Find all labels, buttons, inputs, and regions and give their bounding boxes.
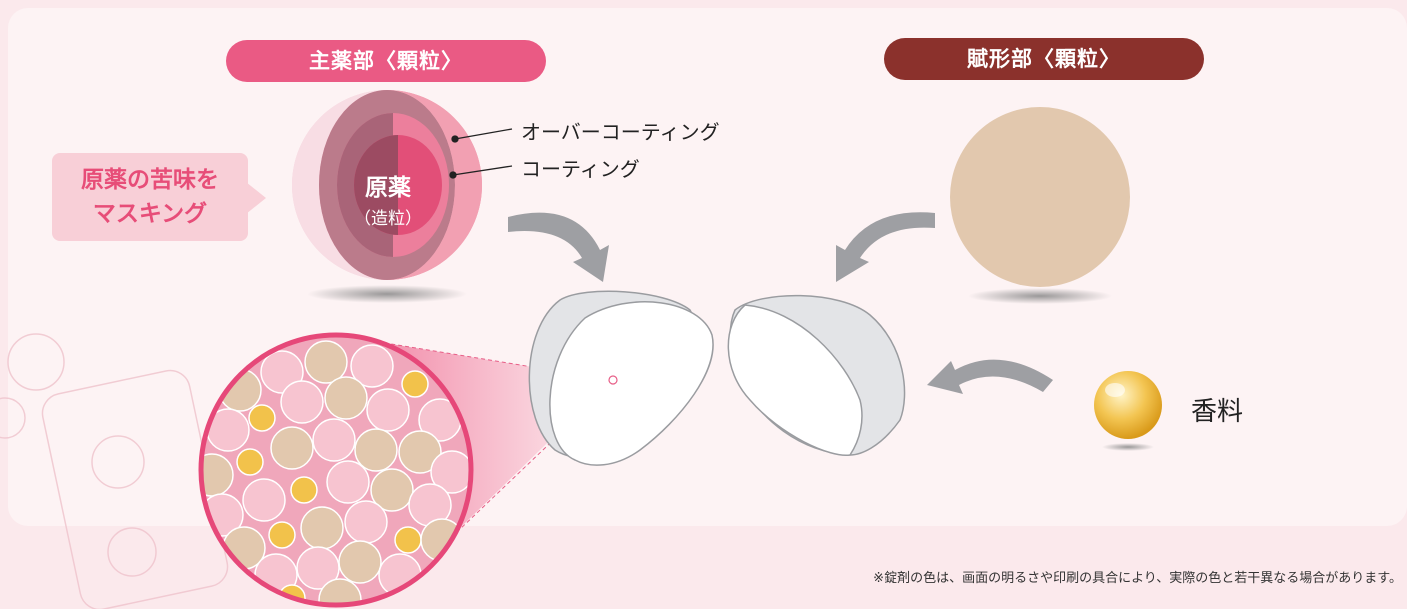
- granule-particle: [430, 450, 471, 494]
- tablet-left-half: [528, 290, 714, 466]
- granule-particle: [242, 478, 286, 522]
- granule-particle: [280, 380, 324, 424]
- granule-particle: [344, 500, 388, 544]
- core-sub-text: （造粒）: [354, 209, 422, 229]
- zoom-circle: [198, 332, 474, 608]
- tablet-right-half: [727, 294, 906, 456]
- masking-callout: 原薬の苦味を マスキング: [52, 153, 248, 241]
- granule-particle: [270, 426, 314, 470]
- granule-particle: [338, 540, 382, 584]
- granule-particle: [326, 460, 370, 504]
- footnote: ※錠剤の色は、画面の明るさや印刷の具合により、実際の色と若干異なる場合があります…: [873, 571, 1402, 586]
- granule-particle: [324, 376, 368, 420]
- granule-particle: [312, 418, 356, 462]
- granule-particle: [350, 344, 394, 388]
- granule-particle: [296, 546, 340, 590]
- masking-line1: 原薬の苦味を: [81, 167, 219, 193]
- granule-particle: [370, 468, 414, 512]
- granule-particle: [300, 506, 344, 550]
- flavor-particle: [290, 476, 318, 504]
- granule-particle: [398, 430, 442, 474]
- coated-granule: [292, 90, 482, 303]
- granule-particle: [354, 428, 398, 472]
- granule-particle: [201, 453, 234, 497]
- flavor-particle: [401, 370, 429, 398]
- granule-particle: [304, 340, 348, 384]
- masking-line2: マスキング: [92, 201, 208, 227]
- leader-lines: [449, 128, 513, 179]
- flavor-sphere: [1094, 371, 1162, 451]
- excipient-granule: [950, 107, 1130, 304]
- background-decoration: [0, 333, 229, 609]
- main-component-label: 主薬部〈顆粒〉: [226, 40, 546, 82]
- granule-particle: [318, 578, 362, 605]
- flow-arrows: [508, 212, 1053, 394]
- coating-label: コーティング: [521, 157, 640, 181]
- flavor-particle: [268, 521, 296, 549]
- flavor-label: 香料: [1191, 397, 1244, 427]
- core-main-text: 原薬: [365, 175, 411, 201]
- flavor-particle: [394, 526, 422, 554]
- granule-particle: [366, 388, 410, 432]
- flavor-particle: [248, 404, 276, 432]
- excipient-component-label: 賦形部〈顆粒〉: [884, 38, 1204, 80]
- flavor-particle: [236, 448, 264, 476]
- masking-callout-tail: [246, 182, 266, 214]
- core-label: 原薬 （造粒）: [338, 168, 438, 229]
- over-coating-label: オーバーコーティング: [521, 120, 720, 144]
